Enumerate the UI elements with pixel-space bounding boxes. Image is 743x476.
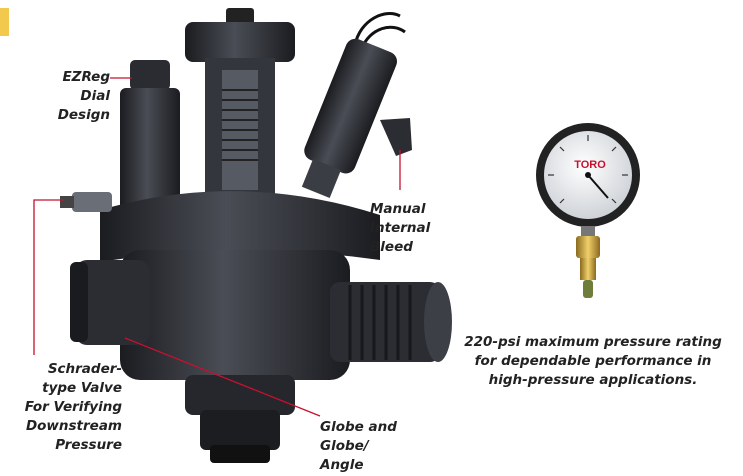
corner-tab [0, 8, 9, 36]
label-manual-internal-bleed: Manual Internal Bleed [370, 201, 431, 255]
label-ezreg-dial-design: EZReg Dial Design [57, 69, 110, 123]
leader-lines [33, 77, 401, 417]
gauge-brand: TORO [574, 159, 606, 171]
label-schrader-valve: Schrader- type Valve For Verifying Downs… [24, 361, 122, 453]
label-globe-and-angle: Globe and Globe/ Angle [320, 419, 397, 473]
valve-illustration [60, 8, 452, 463]
gauge-caption: 220-psi maximum pressure rating for depe… [464, 334, 722, 388]
pressure-gauge-illustration: TORO [536, 123, 640, 298]
